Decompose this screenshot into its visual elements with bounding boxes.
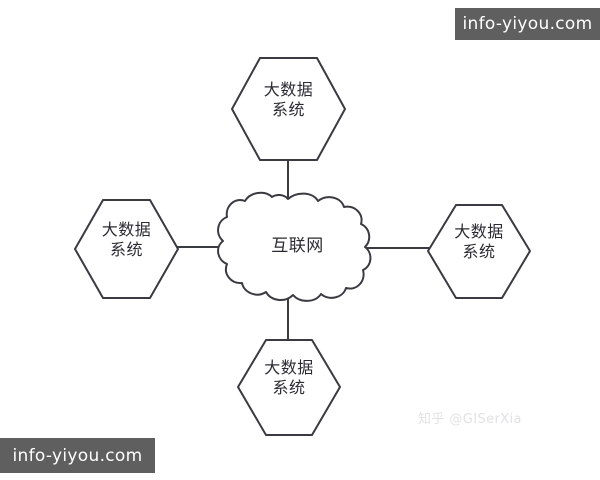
zhihu-attribution-watermark: 知乎 @GISerXia (418, 412, 522, 427)
node-hexagon-top[interactable] (231, 57, 346, 161)
watermark-top-right: info-yiyou.com (455, 8, 600, 40)
node-hexagon-left[interactable] (74, 199, 179, 299)
connector-lines (177, 160, 429, 341)
node-cloud-internet[interactable] (217, 191, 372, 302)
node-hexagon-right[interactable] (427, 204, 531, 299)
node-hexagon-bottom[interactable] (237, 339, 341, 436)
watermark-bottom-left: info-yiyou.com (0, 438, 155, 473)
